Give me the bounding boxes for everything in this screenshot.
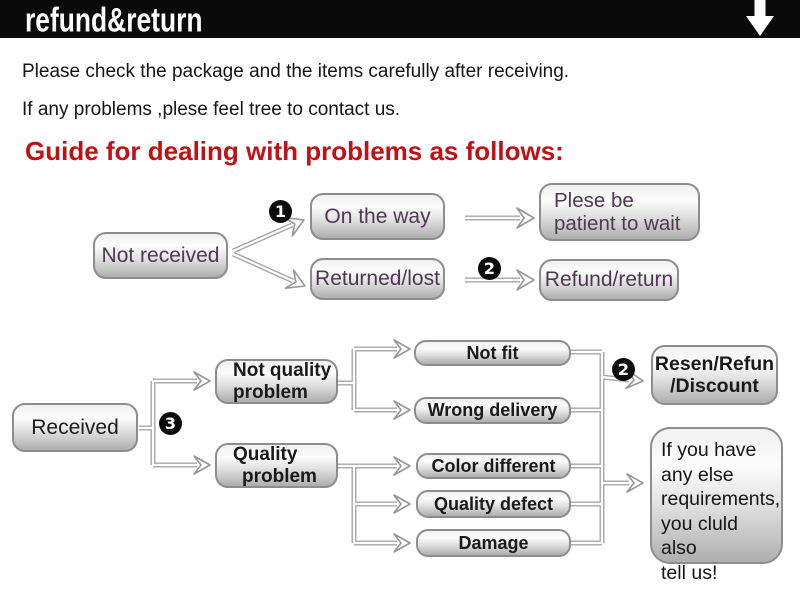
bracket-right-merge (570, 349, 644, 546)
node-not-received-label: Not received (101, 243, 220, 267)
node-resend-line2: /Discount (670, 375, 759, 397)
node-not-quality-line1: Not quality (233, 360, 332, 382)
intro-line-1: Please check the package and the items c… (22, 61, 570, 82)
node-refund-return-label: Refund/return (544, 268, 674, 292)
node-any-requirements-line3: requirements, (661, 488, 781, 510)
node-any-requirements-line5: tell us! (661, 561, 718, 584)
node-returned-lost-label: Returned/lost (315, 267, 440, 291)
node-any-requirements: If you have any else requirements, you c… (650, 427, 783, 584)
node-not-quality-line2: problem (233, 381, 308, 403)
node-received-label: Received (31, 415, 119, 439)
node-not-quality-problem: Not quality problem (215, 359, 338, 404)
node-on-the-way: On the way (310, 193, 445, 240)
node-color-different: Color different (416, 453, 571, 479)
node-not-fit-label: Not fit (466, 342, 519, 363)
node-not-fit: Not fit (414, 340, 571, 366)
step-badge-2b: 2 (612, 358, 635, 381)
node-damage: Damage (416, 529, 571, 557)
arrow-not-received-split (231, 216, 306, 290)
intro-line-2: If any problems ,plese feel tree to cont… (22, 99, 401, 120)
node-any-requirements-line2: any else (661, 463, 734, 486)
node-wrong-delivery-label: Wrong delivery (427, 400, 558, 421)
step-badge-1: 1 (269, 200, 292, 223)
node-please-wait: Plese be patient to wait (539, 183, 700, 241)
step-badge-3: 3 (159, 412, 182, 435)
arrow-on-the-way-to-wait (465, 207, 535, 229)
node-any-requirements-line1: If you have (661, 439, 757, 461)
page-title: refund&return (25, 0, 203, 39)
node-wrong-delivery: Wrong delivery (414, 397, 571, 424)
bracket-quality (338, 456, 411, 553)
node-refund-return: Refund/return (539, 259, 679, 301)
node-resend-line1: Resen/Refun (654, 353, 775, 375)
node-quality-defect: Quality defect (416, 490, 571, 518)
step-badge-2a: 2 (478, 257, 501, 280)
node-quality-problem: Quality problem (215, 443, 338, 488)
download-down-arrow-icon (746, 0, 774, 36)
header-bar: refund&return (0, 0, 800, 39)
bracket-not-quality (338, 339, 411, 420)
node-quality-line1: Quality (233, 444, 298, 466)
bracket-received (139, 371, 211, 475)
node-quality-defect-label: Quality defect (433, 493, 554, 514)
arrow-returned-to-refund (465, 269, 535, 291)
node-not-received: Not received (93, 232, 228, 279)
node-on-the-way-label: On the way (324, 204, 431, 228)
node-damage-label: Damage (458, 532, 529, 553)
node-resend-refund-discount: Resen/Refun /Discount (651, 345, 778, 405)
node-received: Received (12, 403, 138, 452)
node-please-wait-line1: Plese be (554, 189, 634, 212)
node-quality-line2: problem (242, 465, 317, 487)
node-returned-lost: Returned/lost (310, 258, 445, 300)
node-please-wait-line2: patient to wait (554, 212, 681, 235)
node-color-different-label: Color different (431, 455, 556, 476)
guide-heading: Guide for dealing with problems as follo… (25, 136, 564, 166)
node-any-requirements-line4: you cluld also (661, 512, 738, 560)
